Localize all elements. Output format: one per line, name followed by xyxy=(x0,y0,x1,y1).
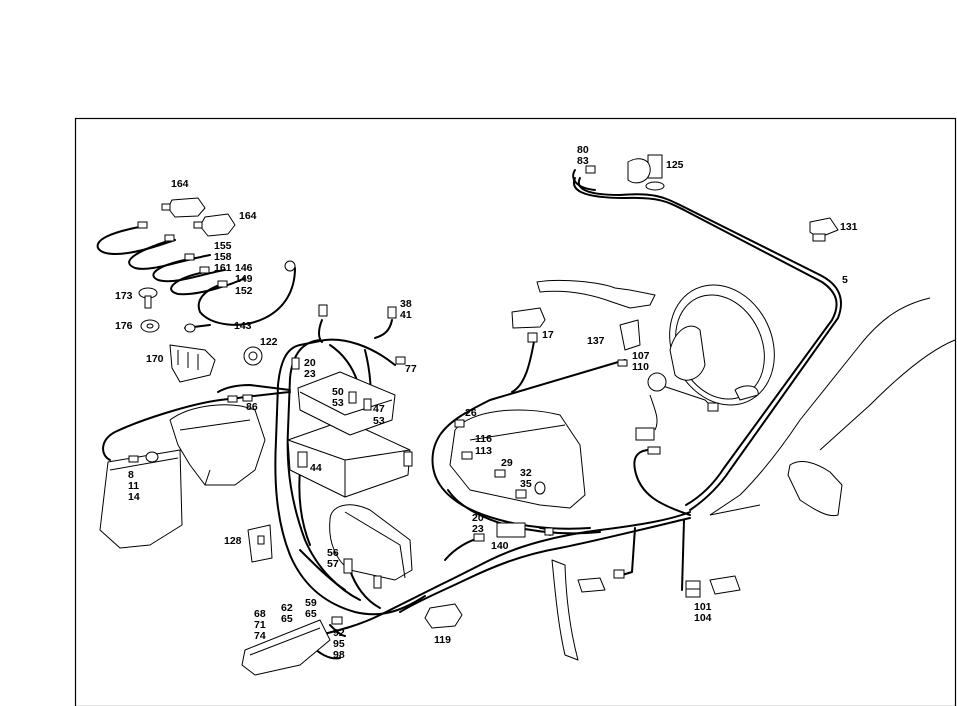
callout-62: 62 xyxy=(281,602,293,614)
callout-143: 143 xyxy=(234,320,252,332)
callout-149: 149 xyxy=(235,273,253,285)
callout-14: 14 xyxy=(128,491,140,503)
callout-50: 50 xyxy=(332,386,344,398)
callout-158: 158 xyxy=(214,251,232,263)
blower-56 xyxy=(329,504,413,581)
diagram-frame xyxy=(74,117,957,706)
connector-164-top xyxy=(161,197,206,218)
central-harness xyxy=(319,335,691,636)
callout-74: 74 xyxy=(254,630,266,642)
relay-panel-50 xyxy=(297,371,396,436)
callout-11: 11 xyxy=(128,480,139,492)
callout-164-a: 164 xyxy=(171,178,189,190)
callout-95: 95 xyxy=(333,638,345,650)
callout-101: 101 xyxy=(694,601,712,613)
column-bracket xyxy=(536,279,656,309)
steering-wheel xyxy=(659,284,775,412)
callout-155: 155 xyxy=(214,240,232,252)
harness-wire-5 xyxy=(572,177,842,511)
switch-131 xyxy=(809,217,839,239)
callout-164-b: 164 xyxy=(239,210,257,222)
loose-wires xyxy=(96,169,596,329)
callout-176: 176 xyxy=(115,320,133,332)
heater-housing xyxy=(169,404,266,486)
callout-57: 57 xyxy=(327,558,339,570)
callout-23-top: 23 xyxy=(304,368,316,380)
callout-116: 116 xyxy=(475,433,492,445)
callout-137: 137 xyxy=(587,335,605,347)
callout-110: 110 xyxy=(632,361,649,373)
callout-125: 125 xyxy=(666,159,684,171)
fuse-block-170 xyxy=(169,344,216,383)
callout-65-a: 65 xyxy=(281,613,293,625)
callout-47: 47 xyxy=(373,403,385,415)
callout-173: 173 xyxy=(115,290,133,302)
callout-122: 122 xyxy=(260,336,278,348)
callout-65-b: 65 xyxy=(305,608,317,620)
callout-140: 140 xyxy=(491,540,509,552)
screw-173 xyxy=(138,287,158,309)
callout-161: 161 xyxy=(214,262,232,274)
callout-107: 107 xyxy=(632,350,650,362)
car-body-outline xyxy=(709,297,956,517)
lamp-80 xyxy=(627,158,651,184)
connector-128 xyxy=(247,524,273,563)
callout-26: 26 xyxy=(465,407,477,419)
callout-104: 104 xyxy=(694,612,712,624)
callout-77: 77 xyxy=(405,363,417,375)
callout-56: 56 xyxy=(327,547,339,559)
callout-17: 17 xyxy=(542,329,554,341)
callout-170: 170 xyxy=(146,353,164,365)
callout-119: 119 xyxy=(434,634,451,646)
pedal-strap xyxy=(551,559,606,661)
callout-23-mid: 23 xyxy=(472,523,484,535)
clock-spring xyxy=(635,372,667,441)
callout-5: 5 xyxy=(842,274,848,286)
connector-119 xyxy=(424,603,463,629)
callout-68: 68 xyxy=(254,608,266,620)
callout-20-mid: 20 xyxy=(472,512,484,524)
washer-176 xyxy=(140,319,160,333)
control-module-26 xyxy=(449,409,586,509)
callout-35: 35 xyxy=(520,478,532,490)
switch-137 xyxy=(619,319,641,351)
callout-53-a: 53 xyxy=(332,397,344,409)
connector-164-bottom xyxy=(193,213,236,237)
callout-32: 32 xyxy=(520,467,532,479)
callout-8: 8 xyxy=(128,469,134,481)
grommet-122 xyxy=(243,346,263,366)
callout-41: 41 xyxy=(400,309,412,321)
callout-80: 80 xyxy=(577,144,589,156)
callout-92: 92 xyxy=(333,627,345,639)
callout-71: 71 xyxy=(254,619,266,631)
callout-86: 86 xyxy=(246,401,258,413)
callout-38: 38 xyxy=(400,298,412,310)
callout-146: 146 xyxy=(235,262,253,274)
callout-98: 98 xyxy=(333,649,345,661)
callout-83: 83 xyxy=(577,155,589,167)
callout-59: 59 xyxy=(305,597,317,609)
connector-140 xyxy=(496,522,554,538)
connector-block-68 xyxy=(241,619,331,676)
callout-labels: 164 164 155 158 161 146 149 152 173 176 … xyxy=(115,144,858,661)
eyelet-143 xyxy=(184,260,296,333)
callout-20-top: 20 xyxy=(304,357,316,369)
callout-113: 113 xyxy=(475,445,492,457)
callout-131: 131 xyxy=(840,221,858,233)
callout-128: 128 xyxy=(224,535,242,547)
callout-44: 44 xyxy=(310,462,322,474)
callout-29: 29 xyxy=(501,457,513,469)
callout-53-b: 53 xyxy=(373,415,385,427)
control-unit-44 xyxy=(287,419,413,498)
switch-17 xyxy=(511,307,546,329)
washer-reservoir xyxy=(99,449,183,549)
callout-152: 152 xyxy=(235,285,253,297)
small-connectors xyxy=(128,165,826,625)
